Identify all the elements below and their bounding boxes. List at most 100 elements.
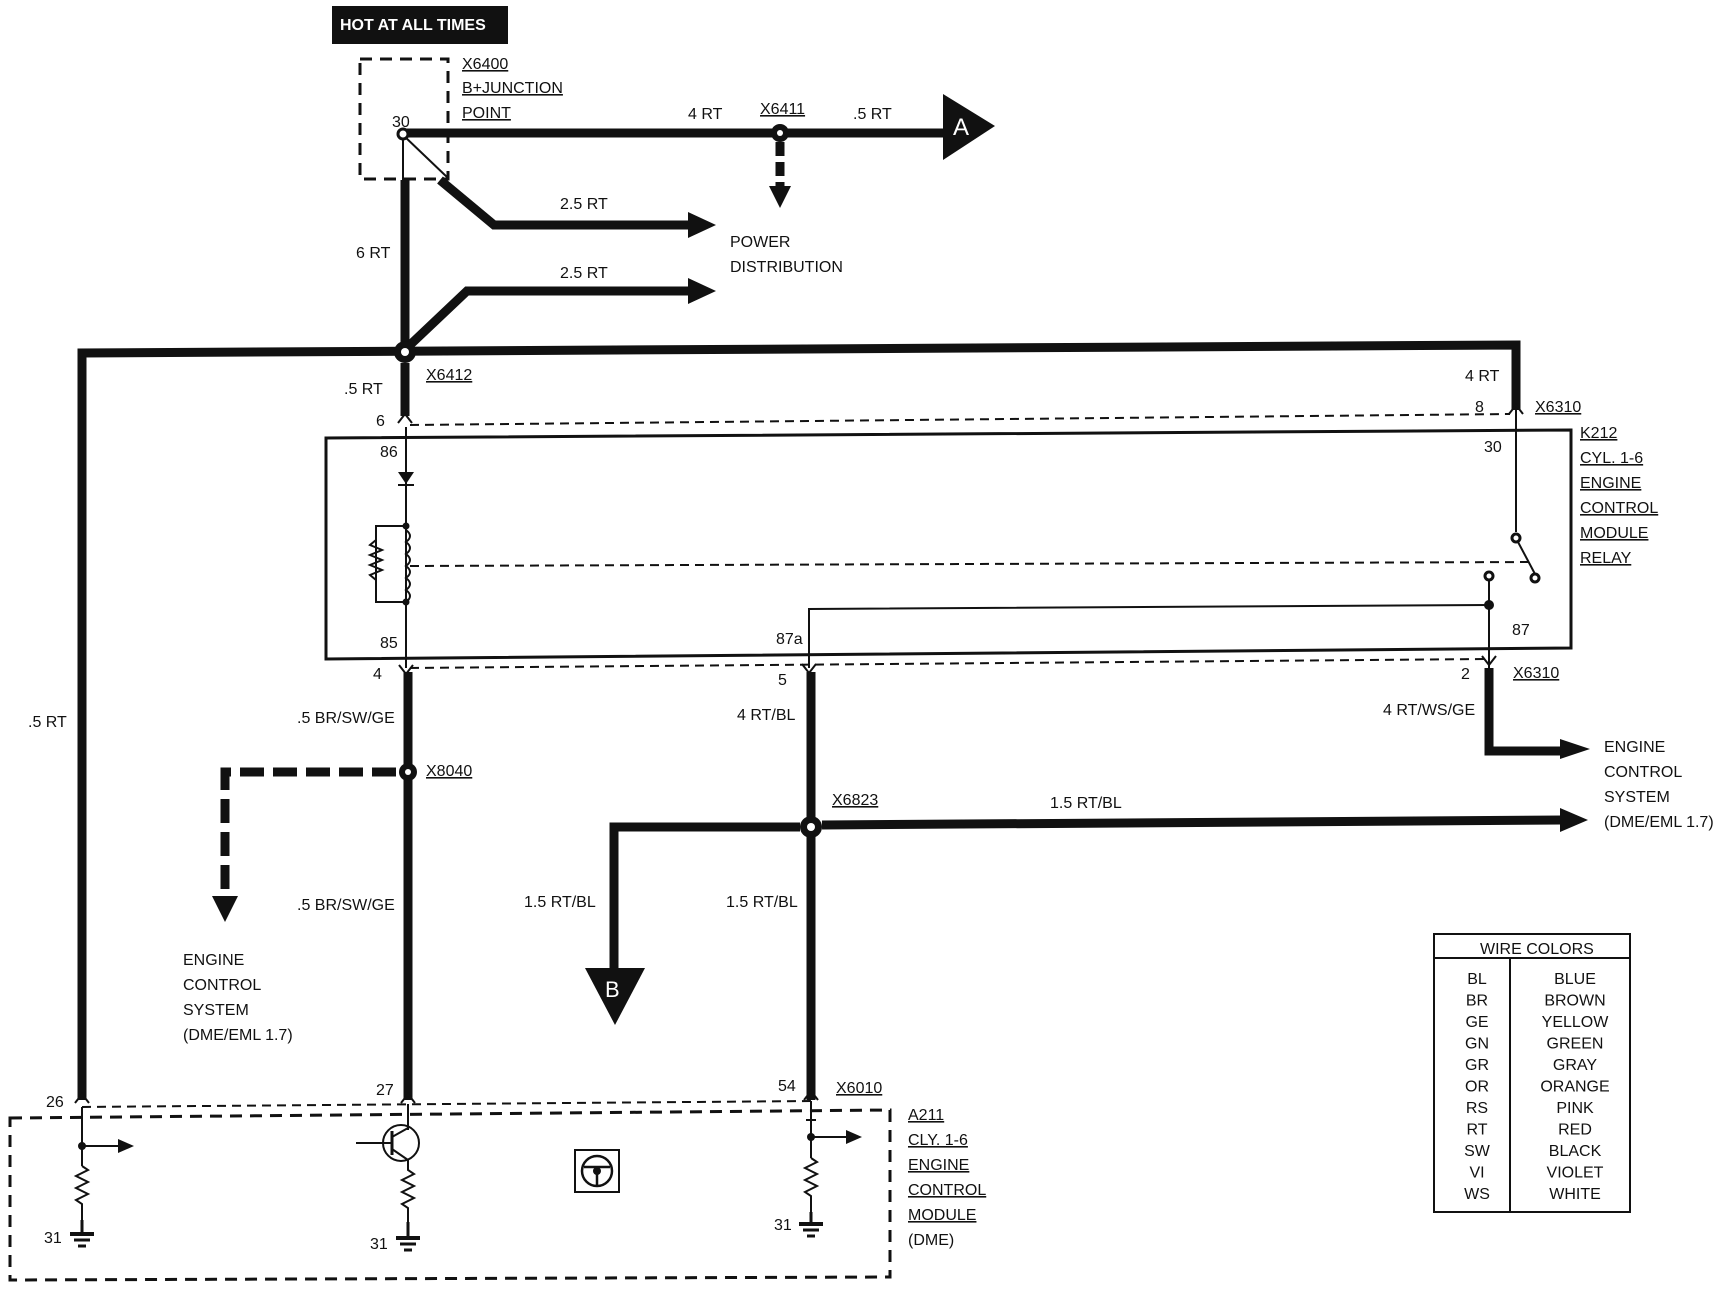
ecs-left-l2: CONTROL: [183, 977, 261, 994]
wire-x8040-dashed: [220, 767, 396, 900]
relay-l1: CYL. 1-6: [1580, 450, 1643, 467]
wire-rtbl4-label: 4 RT/BL: [737, 707, 796, 724]
wire-color-code: GE: [1465, 1014, 1488, 1031]
wire-color-code: VI: [1469, 1165, 1484, 1182]
coil-bracket: [375, 525, 407, 603]
ecs-right-l1: ENGINE: [1604, 739, 1665, 756]
module-l5: (DME): [908, 1232, 954, 1249]
resistor-icon: [367, 539, 385, 581]
connector-chevron-2: [1481, 655, 1497, 667]
x8040-label: X8040: [426, 763, 472, 780]
ground-26-label: 31: [44, 1230, 62, 1247]
wire-color-name: WHITE: [1549, 1186, 1601, 1203]
transistor-resistor-icon: [399, 1160, 417, 1222]
ref-b-label: B: [605, 977, 620, 1002]
ecs-left-l3: SYSTEM: [183, 1002, 249, 1019]
wire-25rt-a-label: 2.5 RT: [560, 196, 608, 213]
x6310-bot-label: X6310: [1513, 665, 1559, 682]
wire-color-code: OR: [1465, 1079, 1489, 1096]
ecs-left-l4: (DME/EML 1.7): [183, 1027, 293, 1044]
pin-86: 86: [380, 444, 398, 461]
relay-l2: ENGINE: [1580, 475, 1641, 492]
wire-colors-legend: WIRE COLORS: [1433, 933, 1631, 1213]
ground-icon-27: [396, 1222, 420, 1252]
ecs-right-arrow: [1560, 739, 1590, 759]
coil-dot-top: [402, 522, 410, 530]
connector-dash-top: [409, 413, 1511, 426]
power-dist-line2: DISTRIBUTION: [730, 259, 843, 276]
x6400-name2: POINT: [462, 105, 511, 122]
wire-25rt-b-label: 2.5 RT: [560, 265, 608, 282]
wire-25rt-b: [407, 286, 690, 348]
x8040-arrow: [212, 896, 238, 922]
ref-a-arrow: [943, 94, 995, 160]
connector-chevron-54: [803, 1089, 819, 1101]
wire-color-name: YELLOW: [1542, 1014, 1610, 1031]
wire-5rt-left-label: .5 RT: [28, 714, 67, 731]
wire-5rt-x6412-label: .5 RT: [344, 381, 383, 398]
wire-bus-top: [77, 340, 1521, 1100]
pin-87a: 87a: [776, 631, 803, 648]
wire-rtbl15-right-label: 1.5 RT/BL: [1050, 795, 1122, 812]
junction-pin30-node: [396, 127, 410, 141]
contact-87a-wire: [808, 604, 1490, 668]
connector-chevron-26: [74, 1092, 90, 1104]
relay-box: [324, 428, 1573, 661]
wire-rtbl15-mid-label: 1.5 RT/BL: [726, 894, 798, 911]
wire-color-code: BR: [1466, 993, 1488, 1010]
transistor-collector: [391, 1127, 409, 1138]
transistor-emitter: [391, 1148, 409, 1161]
wire-color-code: BL: [1467, 971, 1487, 988]
power-dist-line1: POWER: [730, 234, 790, 251]
wire-4rt-top-label: 4 RT: [688, 106, 723, 123]
wire-color-code: GN: [1465, 1036, 1489, 1053]
relay-l5: RELAY: [1580, 550, 1632, 567]
pin-4: 4: [373, 666, 382, 683]
contact-pivot: [1510, 532, 1522, 544]
x6400-pin: 30: [392, 114, 410, 131]
pin-5: 5: [778, 672, 787, 689]
ground-54-label: 31: [774, 1217, 792, 1234]
relay-l3: CONTROL: [1580, 500, 1658, 517]
wire-color-name: BROWN: [1544, 993, 1605, 1010]
wire-25rt-a-arrow: [688, 212, 716, 238]
wire-5rt-top-label: .5 RT: [853, 106, 892, 123]
wire-6rt-label: 6 RT: [356, 245, 391, 262]
wire-color-code: RS: [1466, 1100, 1488, 1117]
pin-8: 8: [1475, 399, 1484, 416]
ground-icon-54: [799, 1212, 823, 1238]
coil-icon: [404, 529, 411, 603]
ref-a-label: A: [953, 114, 969, 141]
hot-label-box: [332, 6, 508, 44]
wire-br-b-label: .5 BR/SW/GE: [297, 897, 395, 914]
x6823-label: X6823: [832, 792, 878, 809]
x6411-node-inner: [777, 130, 783, 136]
x6412-label: X6412: [426, 367, 472, 384]
wire-25rt-a: [437, 176, 690, 230]
ground-27-label: 31: [370, 1236, 388, 1253]
module-box: [8, 1108, 892, 1282]
wire-x6823-right: [821, 815, 1564, 830]
x6823-node-inner: [807, 823, 815, 831]
pin-2: 2: [1461, 666, 1470, 683]
relay-l4: MODULE: [1580, 525, 1648, 542]
ecs-right-l3: SYSTEM: [1604, 789, 1670, 806]
wire-color-code: GR: [1465, 1057, 1489, 1074]
wire-color-name: VIOLET: [1547, 1165, 1604, 1182]
module-l3: CONTROL: [908, 1182, 986, 1199]
steering-wheel-icon: [574, 1149, 620, 1193]
pin-26: 26: [46, 1094, 64, 1111]
connector-chevron-8: [1508, 403, 1524, 415]
wire-color-name: GRAY: [1553, 1057, 1597, 1074]
connector-dash-bottom: [409, 658, 1487, 669]
wire-rtbl15-left-label: 1.5 RT/BL: [524, 894, 596, 911]
wire-rt-ws-ge: [1484, 668, 1562, 756]
x6412-node-inner: [401, 348, 409, 356]
wire-color-name: PINK: [1556, 1100, 1594, 1117]
x6010-label: X6010: [836, 1080, 882, 1097]
contact-87-dot: [1483, 570, 1495, 582]
input54-resistor-icon: [802, 1157, 820, 1212]
contact-blade: [1517, 541, 1536, 575]
pin-87: 87: [1512, 622, 1530, 639]
